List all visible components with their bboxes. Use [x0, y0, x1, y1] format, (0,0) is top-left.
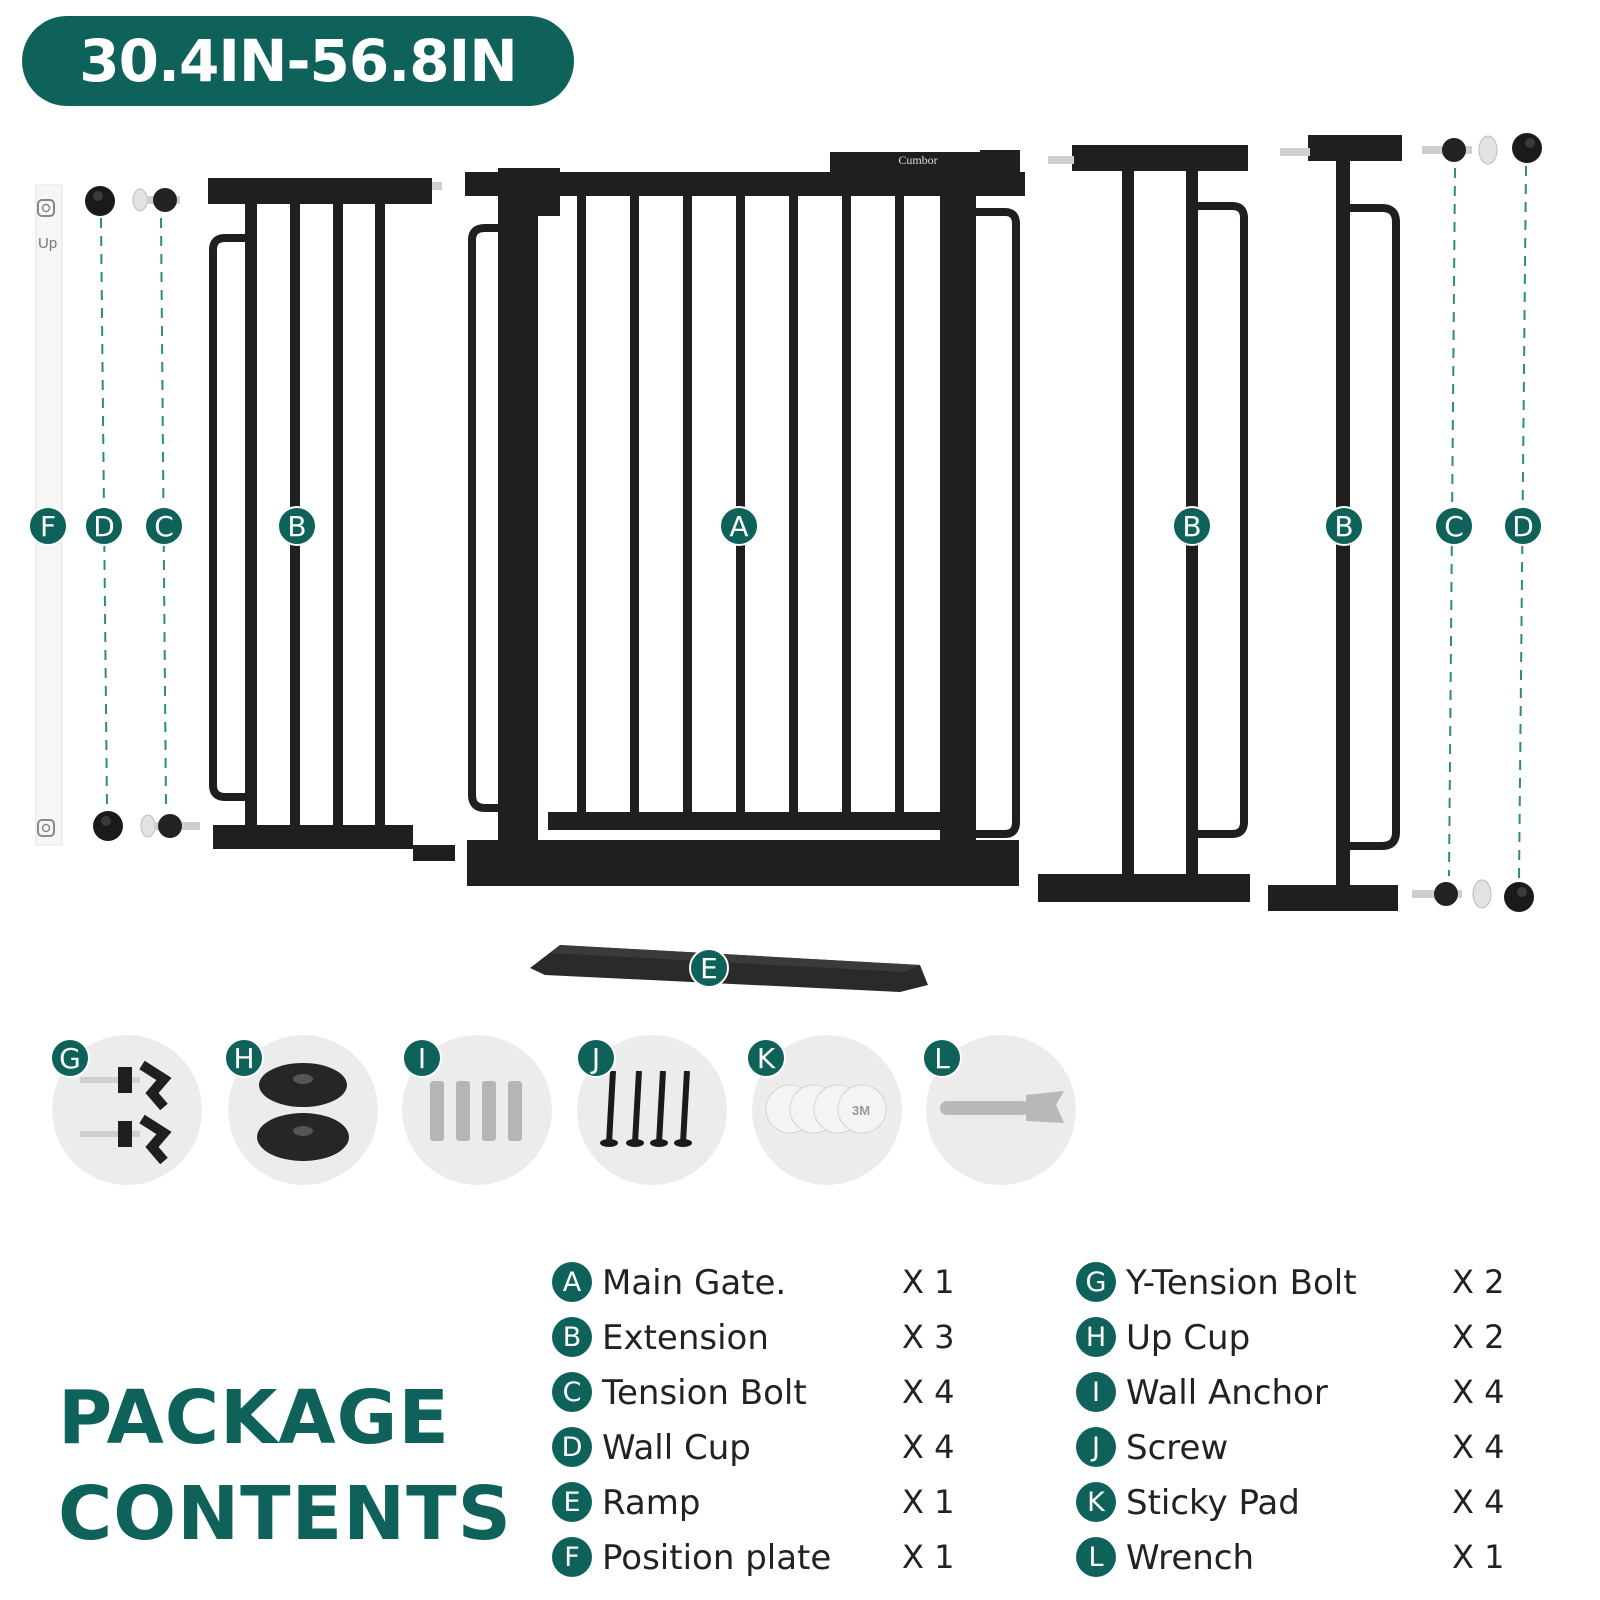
label-badge-c-left: C	[144, 506, 184, 546]
item-quantity: X 4	[1452, 1373, 1505, 1411]
accessory-y-tension-bolt	[52, 1035, 202, 1185]
y-tension-bolt-icon	[80, 1060, 172, 1165]
list-item: C Tension Bolt X 4	[552, 1372, 982, 1427]
package-contents-title: PACKAGE CONTENTS	[58, 1370, 512, 1562]
item-name: Wall Anchor	[1126, 1373, 1328, 1413]
list-item: L Wrench X 1	[1076, 1537, 1556, 1592]
extension-left	[208, 178, 455, 861]
item-letter-badge: I	[1076, 1372, 1116, 1412]
label-badge-d-right: D	[1503, 506, 1543, 546]
label-badge-c-right: C	[1434, 506, 1474, 546]
sticky-pad-icon: 3M	[765, 1084, 887, 1134]
item-name: Main Gate.	[602, 1263, 787, 1303]
label-badge-b-right: B	[1324, 506, 1364, 546]
wall-cup-right	[1504, 133, 1542, 912]
item-letter-badge: D	[552, 1427, 592, 1467]
accessory-badge-k: K	[746, 1038, 786, 1078]
accessory-badge-h: H	[224, 1038, 264, 1078]
wall-anchor-icon	[430, 1081, 522, 1141]
item-quantity: X 1	[1452, 1538, 1505, 1576]
accessory-badge-j: J	[576, 1038, 616, 1078]
size-range-text: 30.4IN-56.8IN	[79, 27, 518, 95]
item-name: Y-Tension Bolt	[1126, 1263, 1357, 1303]
package-title-line-2: CONTENTS	[58, 1471, 512, 1557]
ramp	[530, 945, 928, 992]
item-letter-badge: L	[1076, 1537, 1116, 1577]
item-name: Position plate	[602, 1538, 832, 1578]
item-letter-badge: K	[1076, 1482, 1116, 1522]
screw-icon	[600, 1070, 692, 1147]
item-name: Up Cup	[1126, 1318, 1251, 1358]
label-badge-f: F	[28, 506, 68, 546]
gate-parts-diagram: Up	[35, 133, 1542, 992]
label-badge-b-left: B	[277, 506, 317, 546]
item-letter-badge: C	[552, 1372, 592, 1412]
label-badge-b-middle: B	[1172, 506, 1212, 546]
item-name: Ramp	[602, 1483, 701, 1523]
label-badge-a: A	[719, 506, 759, 546]
sticky-pad-brand: 3M	[852, 1103, 870, 1118]
item-quantity: X 4	[1452, 1428, 1505, 1466]
item-quantity: X 3	[902, 1318, 955, 1356]
up-cup-icon	[257, 1063, 349, 1161]
list-item: H Up Cup X 2	[1076, 1317, 1556, 1372]
item-quantity: X 1	[902, 1483, 955, 1521]
brand-logo-text: Cumbor	[898, 153, 937, 167]
list-item: I Wall Anchor X 4	[1076, 1372, 1556, 1427]
item-letter-badge: G	[1076, 1262, 1116, 1302]
list-item: K Sticky Pad X 4	[1076, 1482, 1556, 1537]
extension-right	[1268, 135, 1402, 911]
item-quantity: X 1	[902, 1538, 955, 1576]
list-item: F Position plate X 1	[552, 1537, 982, 1592]
extension-middle	[1038, 145, 1250, 902]
item-letter-badge: A	[552, 1262, 592, 1302]
item-quantity: X 1	[902, 1263, 955, 1301]
item-letter-badge: F	[552, 1537, 592, 1577]
size-range-banner: 30.4IN-56.8IN	[22, 16, 574, 106]
item-name: Sticky Pad	[1126, 1483, 1300, 1523]
package-list-right: G Y-Tension Bolt X 2 H Up Cup X 2 I Wall…	[1076, 1262, 1556, 1592]
item-name: Extension	[602, 1318, 769, 1358]
item-letter-badge: B	[552, 1317, 592, 1357]
list-item: D Wall Cup X 4	[552, 1427, 982, 1482]
accessory-badge-g: G	[50, 1038, 90, 1078]
list-item: G Y-Tension Bolt X 2	[1076, 1262, 1556, 1317]
item-quantity: X 4	[902, 1373, 955, 1411]
wrench-icon	[940, 1091, 1064, 1123]
item-letter-badge: H	[1076, 1317, 1116, 1357]
item-name: Wrench	[1126, 1538, 1255, 1578]
item-quantity: X 2	[1452, 1263, 1505, 1301]
list-item: J Screw X 4	[1076, 1427, 1556, 1482]
item-letter-badge: J	[1076, 1427, 1116, 1467]
main-gate: Cumbor	[465, 150, 1025, 886]
item-name: Tension Bolt	[602, 1373, 807, 1413]
accessory-sticky-pad: 3M	[752, 1035, 902, 1185]
tension-bolt-right	[1412, 135, 1498, 909]
item-quantity: X 4	[902, 1428, 955, 1466]
item-quantity: X 4	[1452, 1483, 1505, 1521]
accessory-badge-l: L	[922, 1038, 962, 1078]
item-quantity: X 2	[1452, 1318, 1505, 1356]
item-name: Wall Cup	[602, 1428, 751, 1468]
list-item: A Main Gate. X 1	[552, 1262, 982, 1317]
label-badge-e: E	[689, 948, 729, 988]
accessory-badge-i: I	[402, 1038, 442, 1078]
list-item: E Ramp X 1	[552, 1482, 982, 1537]
list-item: B Extension X 3	[552, 1317, 982, 1372]
item-letter-badge: E	[552, 1482, 592, 1522]
position-plate-label: Up	[38, 235, 57, 252]
label-badge-d-left: D	[84, 506, 124, 546]
package-list-left: A Main Gate. X 1 B Extension X 3 C Tensi…	[552, 1262, 982, 1592]
item-name: Screw	[1126, 1428, 1229, 1468]
package-title-line-1: PACKAGE	[58, 1375, 450, 1461]
